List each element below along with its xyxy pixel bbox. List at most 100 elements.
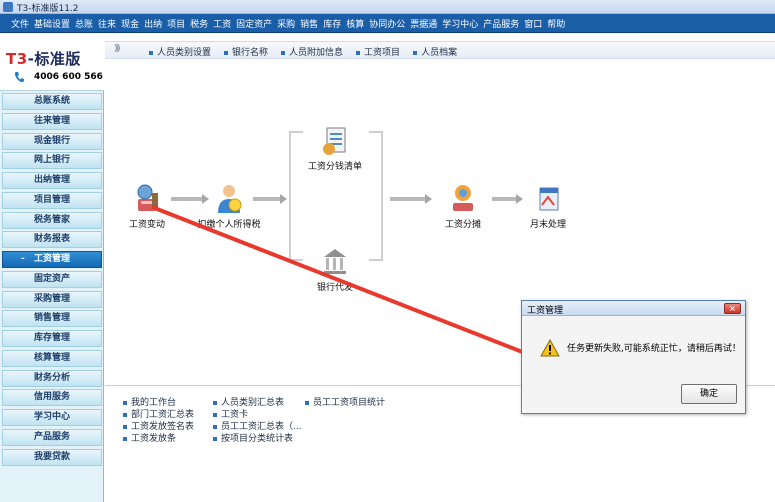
menu-costing[interactable]: 核算 (346, 19, 365, 30)
nav-reports[interactable]: 财务报表 (2, 231, 102, 249)
link-staff-category-summary[interactable]: 人员类别汇总表 (213, 395, 302, 408)
quicklink-staff-extra-info[interactable]: 人员附加信息 (281, 45, 343, 58)
quicklink-staff-records[interactable]: 人员档案 (413, 45, 457, 58)
flow-bracket-left (289, 131, 303, 261)
menu-tax[interactable]: 税务 (190, 19, 209, 30)
main-panel: ))) 人员类别设置 银行名称 人员附加信息 工资项目 人员档案 工资变动 扣缴… (105, 33, 775, 502)
link-payslip[interactable]: 工资发放条 (123, 431, 194, 444)
app-icon (3, 2, 13, 12)
bullet-icon (413, 50, 418, 55)
nav-cashier[interactable]: 出纳管理 (2, 172, 102, 189)
menu-help[interactable]: 帮助 (547, 19, 566, 30)
warning-icon (540, 339, 560, 357)
flow-salary-allocation[interactable]: 工资分摊 (438, 183, 488, 230)
flow-bank-payment[interactable]: 银行代发 (309, 246, 361, 293)
menu-payroll[interactable]: 工资 (213, 19, 232, 30)
nav-analysis[interactable]: 财务分析 (2, 369, 102, 387)
link-my-workbench[interactable]: 我的工作台 (123, 395, 194, 408)
nav-payroll-label: 工资管理 (33, 254, 70, 264)
flow-salary-list[interactable]: 工资分钱清单 (302, 125, 368, 172)
bullet-icon (281, 50, 286, 55)
flow-arrow (171, 194, 209, 204)
nav-cash-bank[interactable]: 现金银行 (2, 132, 102, 150)
menu-cashier[interactable]: 出纳 (144, 19, 163, 30)
link-salary-sign-sheet[interactable]: 工资发放签名表 (123, 419, 194, 432)
menu-fixed-assets[interactable]: 固定资产 (236, 19, 273, 30)
menu-project[interactable]: 项目 (167, 19, 186, 30)
bullet-icon (224, 50, 229, 55)
hotline-number: 4006 600 566 (34, 72, 103, 82)
menu-general-ledger[interactable]: 总账 (75, 19, 94, 30)
link-employee-salary-summary[interactable]: 员工工资汇总表（... (213, 419, 302, 432)
flow-arrow (492, 194, 523, 204)
link-employee-item-stats[interactable]: 员工工资项目统计 (305, 395, 385, 408)
nav-purchase[interactable]: 采购管理 (2, 290, 102, 308)
bullet-icon (213, 424, 217, 429)
bullet-icon (213, 400, 217, 405)
quicklink-salary-items[interactable]: 工资项目 (356, 45, 400, 58)
income-tax-icon (218, 185, 242, 213)
menu-learning[interactable]: 学习中心 (442, 19, 479, 30)
nav-fixed-assets[interactable]: 固定资产 (2, 270, 102, 288)
menu-inventory[interactable]: 库存 (323, 19, 342, 30)
salary-list-icon (323, 127, 346, 155)
bullet-icon (356, 50, 361, 55)
bullet-icon (213, 412, 217, 417)
link-item-category-stats[interactable]: 按项目分类统计表 (213, 431, 302, 444)
nav-credit[interactable]: 信用服务 (2, 389, 102, 407)
quicklink-bank-name[interactable]: 银行名称 (224, 45, 268, 58)
menu-product-service[interactable]: 产品服务 (483, 19, 520, 30)
nav-project[interactable]: 项目管理 (2, 191, 102, 209)
nav-loan[interactable]: 我要贷款 (2, 448, 102, 466)
menu-basic-settings[interactable]: 基础设置 (34, 19, 71, 30)
menu-office[interactable]: 协同办公 (369, 19, 406, 30)
bottom-links-col2: 人员类别汇总表 工资卡 员工工资汇总表（... 按项目分类统计表 (213, 395, 302, 444)
quick-links-bar: ))) 人员类别设置 银行名称 人员附加信息 工资项目 人员档案 (105, 41, 775, 59)
flow-salary-change[interactable]: 工资变动 (122, 183, 172, 230)
chevron-double-icon: ))) (114, 44, 120, 54)
bottom-divider (105, 385, 775, 386)
link-dept-salary-summary[interactable]: 部门工资汇总表 (123, 407, 194, 420)
menu-accounts[interactable]: 往来 (98, 19, 117, 30)
menu-bar: 文件 基础设置 总账 往来 现金 出纳 项目 税务 工资 固定资产 采购 销售 … (0, 14, 775, 33)
title-bar: T3-标准版11.2 (0, 0, 775, 14)
flow-bracket-right (369, 131, 383, 261)
ok-button[interactable]: 确定 (681, 384, 737, 404)
menu-window[interactable]: 窗口 (524, 19, 543, 30)
menu-sales[interactable]: 销售 (300, 19, 319, 30)
bullet-icon (305, 400, 309, 405)
flow-arrow (253, 194, 287, 204)
bullet-icon (123, 412, 127, 417)
window-title: T3-标准版11.2 (17, 4, 79, 14)
menu-cash[interactable]: 现金 (121, 19, 140, 30)
nav-general-ledger[interactable]: 总账系统 (2, 93, 102, 110)
link-salary-card[interactable]: 工资卡 (213, 407, 302, 420)
nav-sales[interactable]: 销售管理 (2, 310, 102, 328)
bullet-icon (213, 436, 217, 441)
salary-allocation-icon (453, 185, 473, 211)
nav-accounts[interactable]: 往来管理 (2, 112, 102, 130)
nav-learning[interactable]: 学习中心 (2, 409, 102, 426)
flow-income-tax[interactable]: 扣缴个人所得税 (195, 183, 263, 230)
nav-costing[interactable]: 核算管理 (2, 349, 102, 367)
nav-inventory[interactable]: 库存管理 (2, 330, 102, 347)
bullet-icon (123, 400, 127, 405)
bank-icon (324, 249, 346, 274)
collapse-icon: - (21, 254, 25, 264)
flow-month-end[interactable]: 月末处理 (523, 183, 573, 230)
close-button[interactable]: × (724, 303, 741, 314)
nav-product-service[interactable]: 产品服务 (2, 428, 102, 446)
dialog-title: 工资管理 (527, 306, 564, 316)
menu-notes[interactable]: 票据通 (410, 19, 438, 30)
menu-purchase[interactable]: 采购 (277, 19, 296, 30)
quicklink-staff-category[interactable]: 人员类别设置 (149, 45, 211, 58)
error-dialog: 工资管理 × 任务更新失败,可能系统正忙，请稍后再试！ 确定 (521, 300, 746, 414)
bottom-links-col1: 我的工作台 部门工资汇总表 工资发放签名表 工资发放条 (123, 395, 194, 444)
phone-icon (14, 72, 24, 83)
nav-tax[interactable]: 税务管家 (2, 211, 102, 229)
dialog-title-bar: 工资管理 × (522, 301, 745, 316)
nav-payroll[interactable]: -工资管理 (2, 251, 102, 268)
menu-file[interactable]: 文件 (11, 19, 30, 30)
logo: T3-标准版 4006 600 566 (0, 33, 104, 91)
nav-online-bank[interactable]: 网上银行 (2, 152, 102, 170)
